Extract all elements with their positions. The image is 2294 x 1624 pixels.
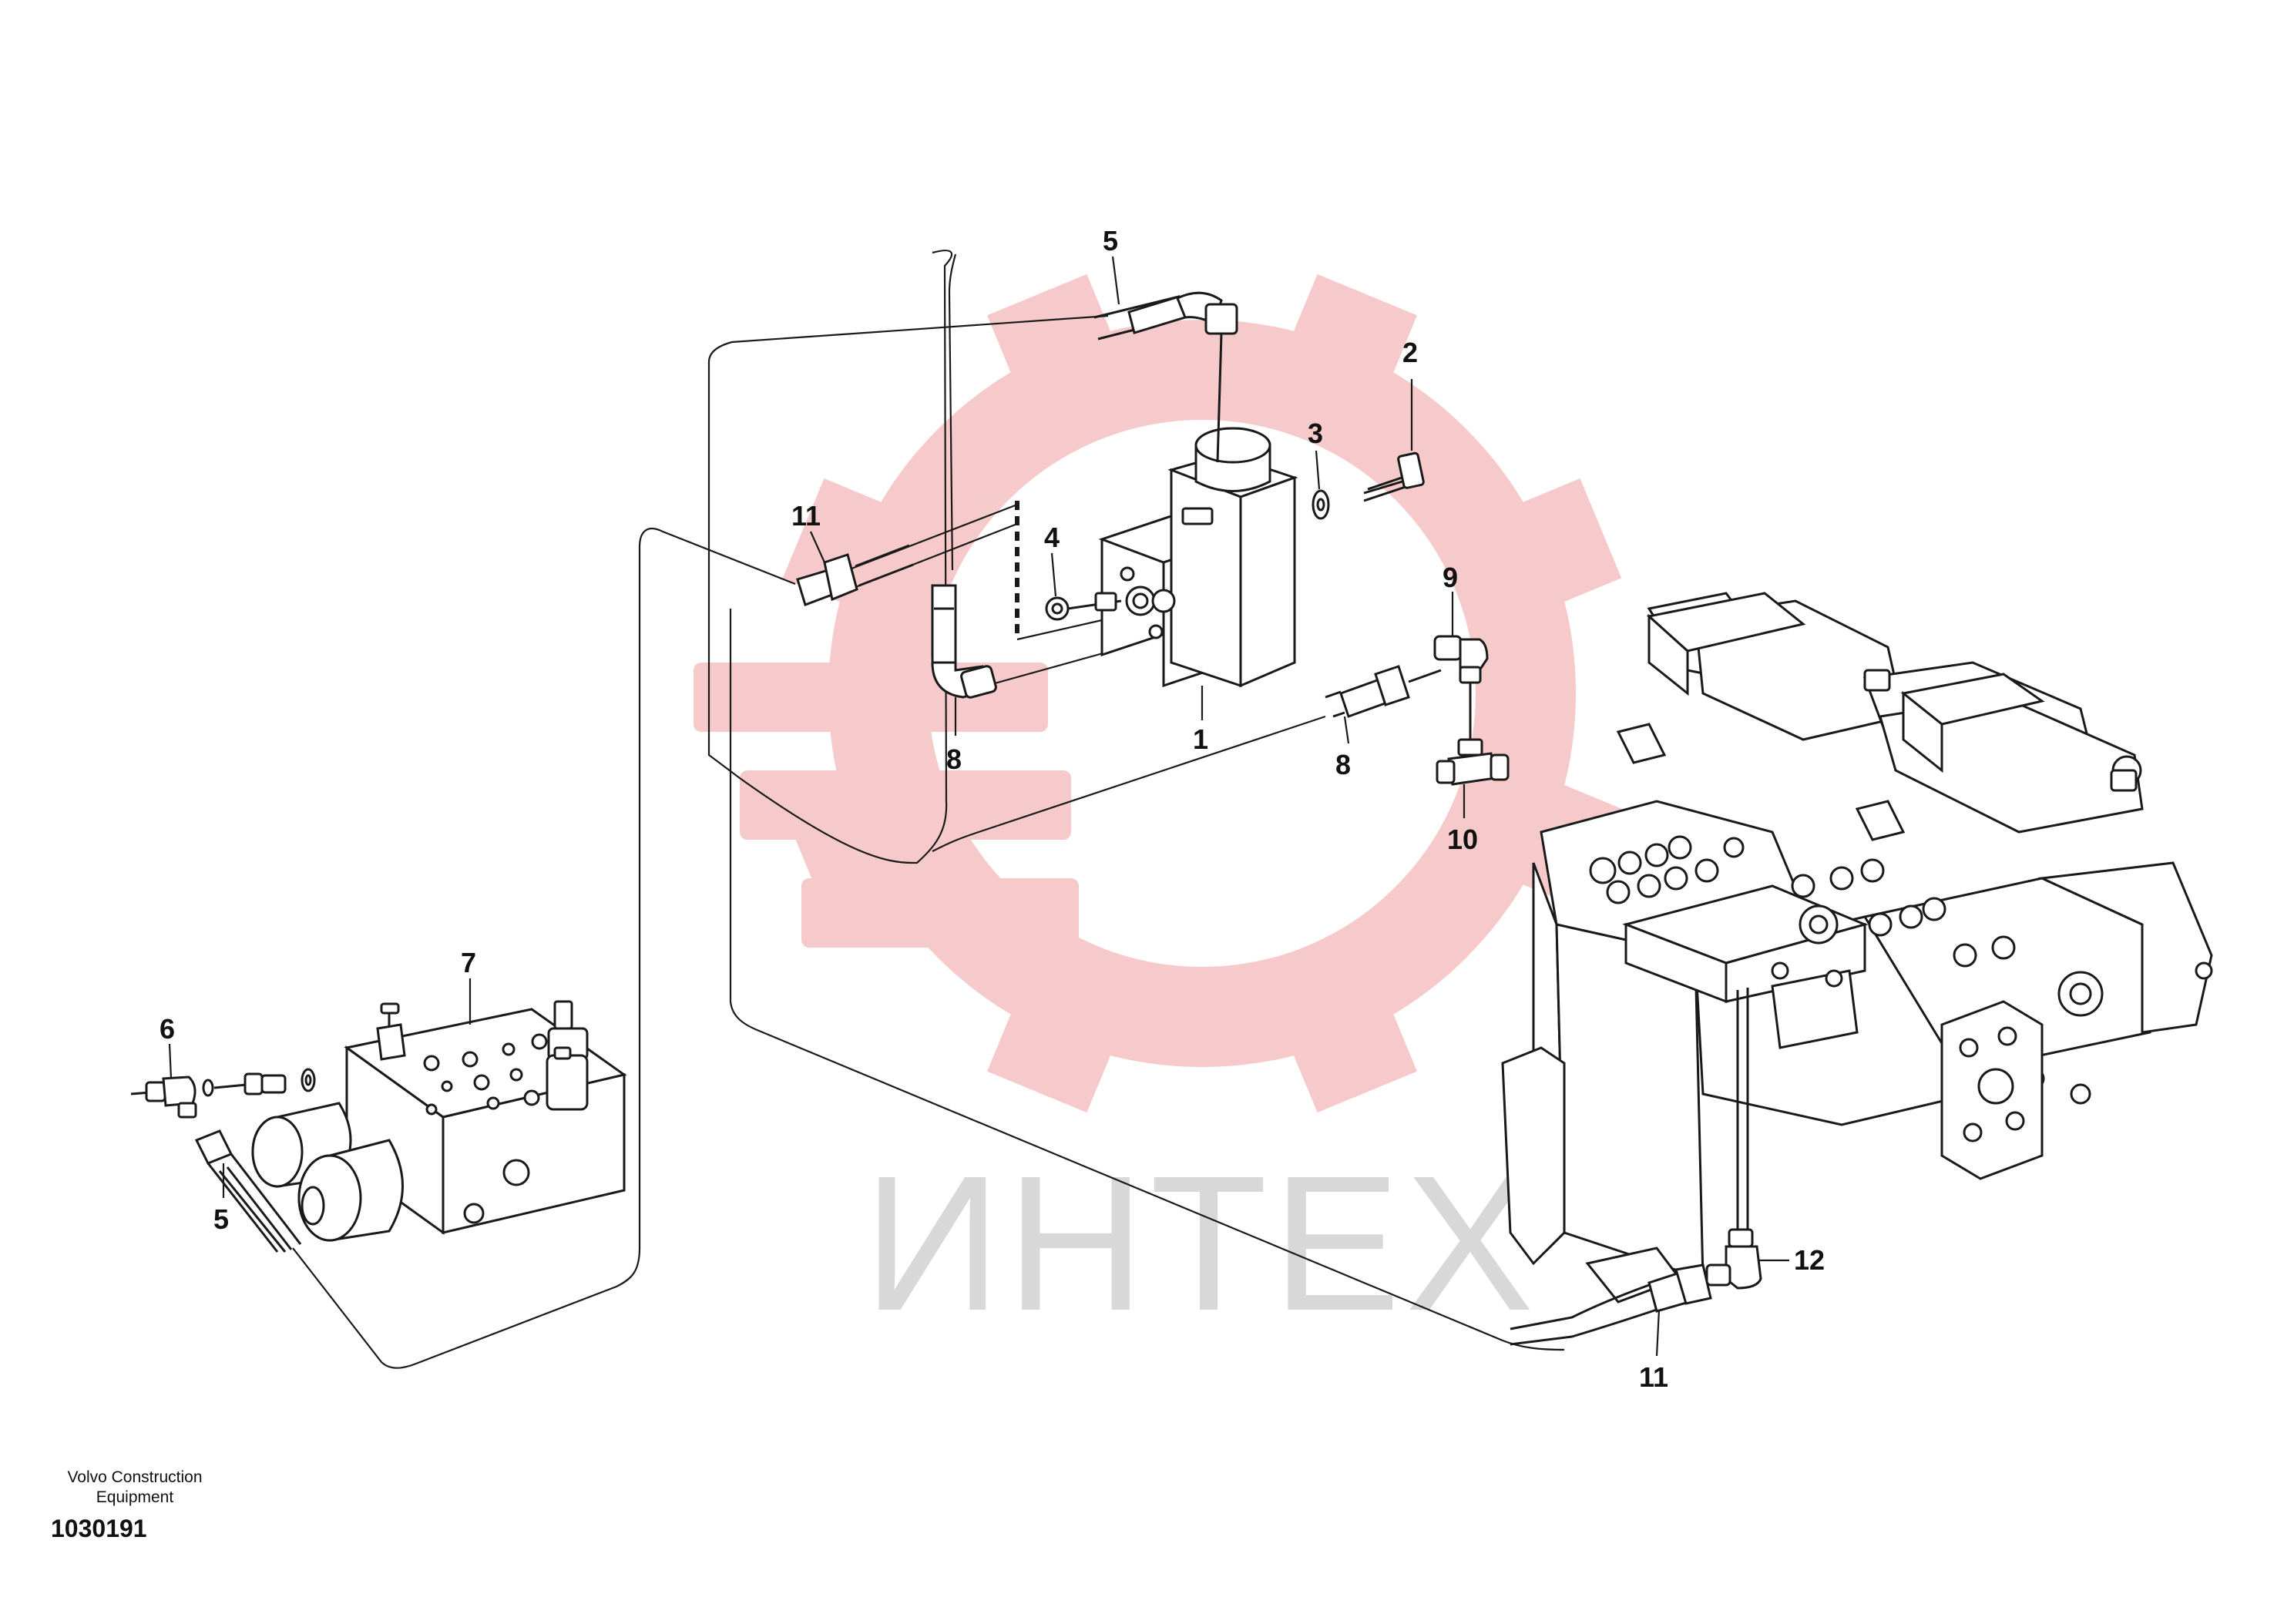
part-8-hose-left[interactable] bbox=[931, 584, 997, 699]
pipe-line-outer-loop bbox=[292, 528, 796, 1369]
callout-11-bottom[interactable]: 11 bbox=[1639, 1361, 1668, 1393]
part-5-hose-left[interactable] bbox=[194, 1129, 302, 1253]
pipe-line-dashed-link bbox=[1016, 619, 1103, 641]
drawing-number: 1030191 bbox=[51, 1515, 147, 1542]
watermark-gear-tooth bbox=[1267, 950, 1417, 1113]
callout-1[interactable]: 1 bbox=[1193, 723, 1208, 755]
pipe-line-hose-8-right bbox=[932, 715, 1326, 852]
callout-3[interactable]: 3 bbox=[1308, 418, 1323, 449]
part-11-hose-top[interactable] bbox=[796, 544, 914, 606]
callout-8-left[interactable]: 8 bbox=[946, 743, 962, 775]
part-12-elbow-fitting[interactable] bbox=[1705, 1228, 1762, 1290]
watermark-bar-2 bbox=[740, 770, 1071, 840]
callout-5-top[interactable]: 5 bbox=[1103, 225, 1118, 257]
main-control-valve bbox=[1501, 592, 2213, 1304]
watermark-bar-3 bbox=[801, 878, 1079, 948]
part-1-solenoid-valve[interactable] bbox=[1098, 427, 1298, 688]
manufacturer-line-1: Volvo Construction bbox=[67, 1468, 203, 1486]
part-11-hose-bottom[interactable] bbox=[1510, 1263, 1712, 1346]
callout-2[interactable]: 2 bbox=[1402, 337, 1418, 368]
watermark-gear-tooth bbox=[1267, 273, 1417, 437]
leader-lines bbox=[168, 256, 1789, 1357]
watermark-text: ИНТЕХ bbox=[863, 1136, 1538, 1351]
callout-5-left[interactable]: 5 bbox=[213, 1203, 229, 1235]
part-2-bolt[interactable] bbox=[1363, 451, 1425, 502]
part-3-washer[interactable] bbox=[1312, 489, 1330, 520]
watermark-gear-tooth bbox=[1459, 478, 1622, 629]
callout-6[interactable]: 6 bbox=[160, 1013, 175, 1045]
part-10-tee-fitting[interactable] bbox=[1436, 738, 1510, 786]
callout-7[interactable]: 7 bbox=[461, 947, 476, 978]
pipe-line-hose-5-loop bbox=[707, 250, 1109, 864]
callout-12[interactable]: 12 bbox=[1794, 1244, 1825, 1276]
watermark-gear-tooth bbox=[987, 950, 1137, 1113]
manufacturer-line-2: Equipment bbox=[96, 1488, 174, 1506]
main-valve-ports bbox=[1589, 755, 2213, 1105]
part-4-fitting[interactable] bbox=[1045, 592, 1122, 621]
part-9-elbow-fitting[interactable] bbox=[1433, 635, 1489, 740]
callout-4[interactable]: 4 bbox=[1044, 522, 1060, 553]
part-7-valve-block[interactable] bbox=[251, 1000, 627, 1242]
callout-9[interactable]: 9 bbox=[1443, 562, 1458, 593]
part-8-hose-right[interactable] bbox=[1325, 665, 1442, 718]
watermark-gear-logo bbox=[694, 273, 1622, 1113]
part-5-hose-top[interactable] bbox=[1093, 291, 1238, 463]
pipe-line-hose-11-loop bbox=[729, 609, 1565, 1351]
callout-11-top[interactable]: 11 bbox=[791, 500, 821, 532]
part-6-fitting-chain[interactable] bbox=[130, 1068, 316, 1119]
watermark-bar-1 bbox=[694, 663, 1048, 732]
pipe-line-left-loop bbox=[948, 253, 957, 571]
watermark-gear-tooth bbox=[987, 273, 1137, 437]
callout-8-right[interactable]: 8 bbox=[1335, 749, 1351, 780]
manufacturer-label: Volvo Construction Equipment bbox=[46, 1468, 223, 1508]
callout-labels: 1 2 3 4 5 5 6 7 8 8 9 10 11 11 12 bbox=[160, 225, 1825, 1393]
callout-10[interactable]: 10 bbox=[1447, 824, 1478, 855]
